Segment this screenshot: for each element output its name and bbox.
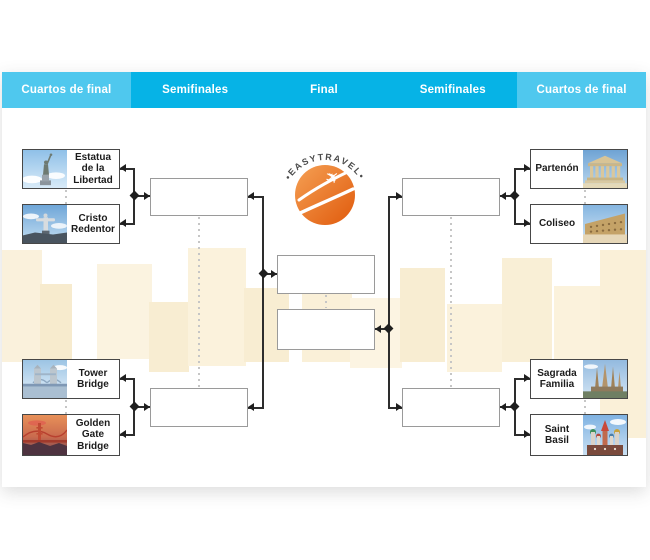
bracket-card: Cuartos de final Semifinales Final Semif…: [2, 72, 646, 487]
sagrada-familia-photo: [583, 360, 627, 398]
team-name: Golden Gate Bridge: [75, 417, 111, 452]
team-partenon[interactable]: Partenón: [530, 149, 628, 189]
semifinal-slot-left-top[interactable]: [150, 178, 248, 216]
cristo-redentor-photo: [23, 205, 67, 243]
colosseum-photo: [583, 205, 627, 243]
saint-basil-photo: [583, 415, 627, 455]
semifinal-slot-right-bottom[interactable]: [402, 388, 500, 427]
semifinal-slot-right-top[interactable]: [402, 178, 500, 216]
team-golden-gate-bridge[interactable]: Golden Gate Bridge: [22, 414, 120, 456]
team-name: Coliseo: [538, 218, 576, 230]
team-saint-basil[interactable]: Saint Basil: [530, 414, 628, 456]
team-sagrada-familia[interactable]: Sagrada Familia: [530, 359, 628, 399]
team-name: Partenón: [535, 163, 579, 175]
rounds-header: Cuartos de final Semifinales Final Semif…: [2, 72, 646, 108]
statue-of-liberty-photo: [23, 150, 67, 188]
team-name: Cristo Redentor: [71, 212, 115, 236]
team-cristo-redentor[interactable]: Cristo Redentor: [22, 204, 120, 244]
team-coliseo[interactable]: Coliseo: [530, 204, 628, 244]
header-final: Final: [259, 72, 389, 108]
final-slot-bottom[interactable]: [277, 309, 375, 350]
team-name: Sagrada Familia: [537, 367, 577, 391]
golden-gate-bridge-photo: [23, 415, 67, 455]
team-estatua-de-la-libertad[interactable]: Estatua de la Libertad: [22, 149, 120, 189]
header-semifinales-left: Semifinales: [130, 72, 260, 108]
header-cuartos-right: Cuartos de final: [517, 72, 646, 108]
semifinal-slot-left-bottom[interactable]: [150, 388, 248, 427]
parthenon-photo: [583, 150, 627, 188]
team-tower-bridge[interactable]: Tower Bridge: [22, 359, 120, 399]
easytravel-logo: ✈ •EASYTRAVEL•: [283, 152, 366, 225]
team-name: Saint Basil: [544, 423, 570, 447]
team-name: Tower Bridge: [77, 367, 109, 391]
team-name: Estatua de la Libertad: [73, 151, 113, 186]
final-slot-top[interactable]: [277, 255, 375, 294]
tower-bridge-photo: [23, 360, 67, 398]
header-semifinales-right: Semifinales: [388, 72, 518, 108]
header-cuartos-left: Cuartos de final: [2, 72, 131, 108]
